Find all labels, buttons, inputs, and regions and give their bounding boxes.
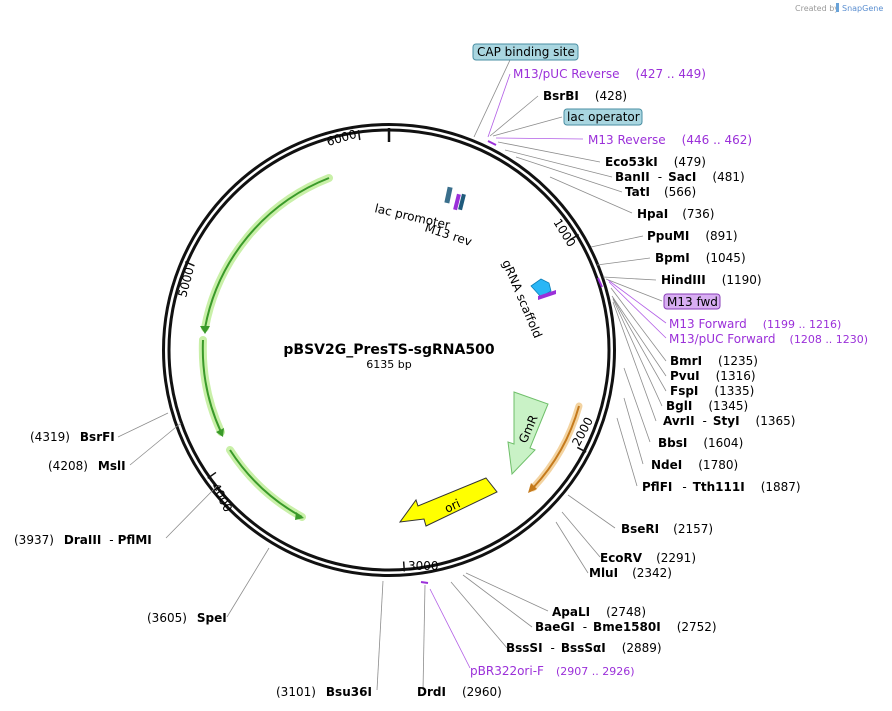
grna-scaffold-label: gRNA scaffold <box>499 258 545 341</box>
primer-pbr322ori-f: pBR322ori-F(2907 .. 2926) <box>470 664 635 678</box>
tick-mark-5000 <box>184 261 195 267</box>
brand-text: SnapGene <box>842 4 883 13</box>
site-ecorv: EcoRV(2291) <box>600 551 696 565</box>
site-bsrfi: (4319)BsrFI <box>30 430 115 444</box>
lac-operator-box: lac operator <box>563 108 643 126</box>
leader-lines <box>117 59 667 691</box>
site-fspi: FspI(1335) <box>670 384 754 398</box>
tick-mark-3000 <box>402 561 406 572</box>
cap-binding-site-label: CAP binding site <box>477 45 575 59</box>
primer-m13-puc-forward: M13/pUC Forward(1208 .. 1230) <box>669 332 868 346</box>
site-tati: TatI(566) <box>625 185 696 199</box>
orange-feature-arrow <box>528 402 583 493</box>
site-ndei: NdeI(1780) <box>651 458 738 472</box>
site-bsrbi: BsrBI(428) <box>543 89 627 103</box>
site-baegi-bme1580i: BaeGI-Bme1580I(2752) <box>535 620 717 634</box>
plasmid-size: 6135 bp <box>366 358 411 371</box>
site-spei: (3605)SpeI <box>147 611 227 625</box>
lac-promoter-feature <box>444 186 466 211</box>
tick-mark-2000 <box>576 446 587 453</box>
restriction-sites-left: (4319)BsrFI (4208)MslI (3937)DraIII-PflM… <box>14 430 372 699</box>
credit-text: Created by <box>795 4 839 13</box>
tick-label-3000: 3000 <box>408 559 439 573</box>
primer-m13-puc-reverse: M13/pUC Reverse(427 .. 449) <box>513 67 706 81</box>
primer-m13-forward: M13 Forward(1199 .. 1216) <box>669 317 841 331</box>
m13-fwd-box: M13 fwd <box>663 293 721 310</box>
site-bmri: BmrI(1235) <box>670 354 758 368</box>
site-ppumi: PpuMI(891) <box>647 229 738 243</box>
site-bsssi-bsssai: BssSI-BssSαI(2889) <box>506 641 662 655</box>
site-bseri: BseRI(2157) <box>621 522 713 536</box>
restriction-sites-right: BsrBI(428) Eco53kI(479) BanII-SacI(481) … <box>417 89 801 699</box>
site-avrii-styi: AvrII-StyI(1365) <box>663 414 795 428</box>
primer-m13-reverse: M13 Reverse(446 .. 462) <box>588 133 752 147</box>
ori-label: ori <box>442 496 462 515</box>
tick-label-4000: 4000 <box>208 481 235 515</box>
site-pvui: PvuI(1316) <box>670 369 756 383</box>
site-apali: ApaLI(2748) <box>552 605 646 619</box>
m13-fwd-label: M13 fwd <box>667 295 718 309</box>
tick-mark-1000 <box>569 233 580 241</box>
tick-marks <box>184 128 587 572</box>
site-hpai: HpaI(736) <box>637 207 714 221</box>
green-feature-arrows <box>198 174 333 521</box>
grna-scaffold-feature <box>530 278 556 300</box>
ori-feature <box>398 477 498 527</box>
site-msli: (4208)MslI <box>48 459 126 473</box>
snapgene-logo-icon <box>836 3 839 12</box>
site-mlui: MluI(2342) <box>589 566 672 580</box>
site-pflfi-tth111i: PflFI-Tth111I(1887) <box>642 480 801 494</box>
site-bbsi: BbsI(1604) <box>658 436 743 450</box>
tick-label-6000: 6000 <box>325 127 358 149</box>
plasmid-name: pBSV2G_PresTS-sgRNA500 <box>283 342 494 358</box>
site-hindiii: HindIII(1190) <box>661 273 762 287</box>
site-drdi: DrdI(2960) <box>417 685 502 699</box>
site-eco53ki: Eco53kI(479) <box>605 155 706 169</box>
site-draiii-pflmi: (3937)DraIII-PflMI <box>14 533 152 547</box>
site-banii-saci: BanII-SacI(481) <box>615 170 745 184</box>
cap-binding-site-box: CAP binding site <box>472 43 579 61</box>
gmr-feature <box>507 391 549 476</box>
primer-marks <box>420 140 603 584</box>
site-bgli: BglI(1345) <box>666 399 748 413</box>
tick-mark-6000 <box>357 130 361 141</box>
lac-operator-label: lac operator <box>567 110 640 124</box>
site-bsu36i: (3101)Bsu36I <box>276 685 372 699</box>
tick-mark-4000 <box>207 471 217 479</box>
site-bpmi: BpmI(1045) <box>655 251 746 265</box>
